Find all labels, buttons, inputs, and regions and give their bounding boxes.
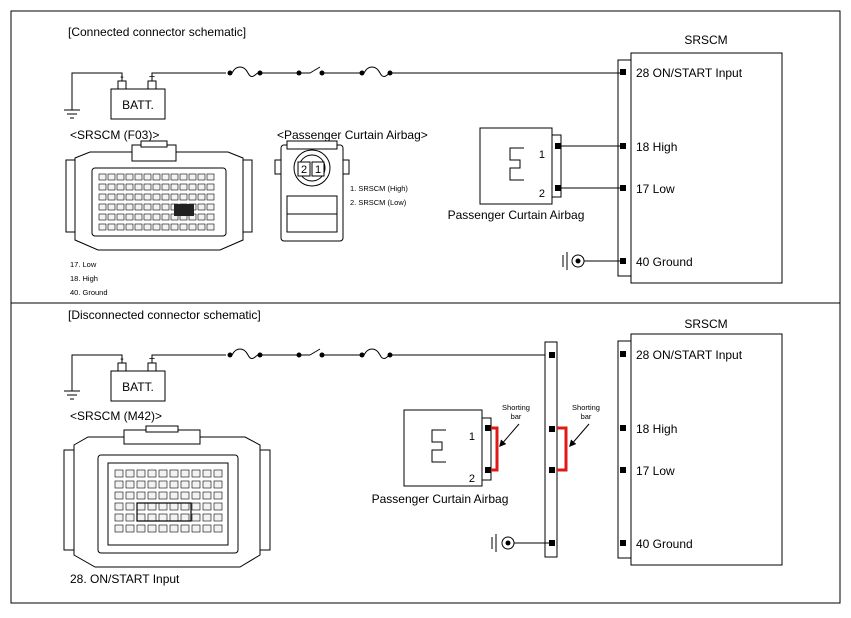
- bottom-fuse-icon-1: [227, 348, 263, 360]
- airbag-shorting-label-1: Shorting: [502, 403, 530, 412]
- bottom-srscm-connector-title: <SRSCM (M42)>: [70, 409, 162, 423]
- bottom-module-connector: [617, 340, 632, 559]
- connected-schematic: [Connected connector schematic] SRSCM 28…: [64, 25, 783, 297]
- top-switch-icon: [301, 66, 325, 76]
- top-ground-icon: [64, 109, 80, 119]
- svg-text:2: 2: [469, 473, 475, 485]
- top-pin-18: 18 High: [636, 140, 677, 154]
- top-battery: BATT. - +: [110, 71, 166, 120]
- top-heading: [Connected connector schematic]: [68, 25, 246, 39]
- bottom-chassis-ground-icon: [491, 534, 515, 552]
- top-pin-40: 40 Ground: [636, 255, 693, 269]
- svg-text:BATT.: BATT.: [122, 380, 154, 394]
- bottom-airbag-box: 1 2: [403, 409, 492, 487]
- top-airbag-box-label: Passenger Curtain Airbag: [448, 208, 585, 222]
- top-airbag-connector: 2 1: [274, 140, 350, 242]
- bottom-ground-icon: [64, 390, 80, 400]
- svg-text:1: 1: [539, 149, 545, 161]
- top-airbag-legend-2: 2. SRSCM (Low): [350, 198, 407, 207]
- harness-shorting-label-1: Shorting: [572, 403, 600, 412]
- top-srscm-legend-18: 18. High: [70, 274, 98, 283]
- bottom-pin-40: 40 Ground: [636, 537, 693, 551]
- bottom-srscm-module: [630, 333, 783, 566]
- svg-text:2: 2: [539, 188, 545, 200]
- bottom-srscm-connector: [63, 425, 271, 568]
- harness-shorting-arrow: [569, 423, 590, 448]
- bottom-ground-wire: [71, 354, 123, 391]
- bottom-srscm-legend-28: 28. ON/START Input: [70, 572, 180, 586]
- bottom-fuse-icon-2: [359, 348, 393, 360]
- top-pin-28: 28 ON/START Input: [636, 66, 743, 80]
- bottom-pin-18: 18 High: [636, 422, 677, 436]
- top-srscm-legend-17: 17. Low: [70, 260, 97, 269]
- bottom-switch-icon: [301, 348, 325, 358]
- top-module-connector: [617, 59, 632, 277]
- harness-connector: [544, 341, 558, 558]
- bottom-battery: BATT. - +: [110, 353, 166, 402]
- svg-text:1: 1: [315, 164, 321, 176]
- bottom-heading: [Disconnected connector schematic]: [68, 308, 261, 322]
- bottom-pin-28: 28 ON/START Input: [636, 348, 743, 362]
- harness-shorting-label-2: bar: [581, 412, 592, 421]
- top-chassis-ground-icon: [562, 252, 585, 270]
- top-srscm-module: [630, 52, 783, 284]
- outer-frame: [10, 10, 841, 604]
- top-airbag-box: 1 2: [479, 127, 562, 205]
- disconnected-schematic: [Disconnected connector schematic] SRSCM…: [63, 308, 783, 586]
- top-airbag-legend-1: 1. SRSCM (High): [350, 184, 408, 193]
- top-fuse-icon-1: [227, 66, 263, 78]
- airbag-shorting-bar: [491, 426, 499, 472]
- top-srscm-connector: [65, 140, 253, 251]
- airbag-shorting-arrow: [499, 423, 520, 448]
- svg-text:1: 1: [469, 431, 475, 443]
- top-airbag-connector-title: <Passenger Curtain Airbag>: [277, 128, 428, 142]
- top-srscm-connector-title: <SRSCM (F03)>: [70, 128, 159, 142]
- top-srscm-legend-40: 40. Ground: [70, 288, 108, 297]
- bottom-airbag-box-label: Passenger Curtain Airbag: [372, 492, 509, 506]
- airbag-shorting-label-2: bar: [511, 412, 522, 421]
- svg-text:2: 2: [301, 164, 307, 176]
- harness-shorting-bar: [557, 426, 568, 472]
- bottom-module-title: SRSCM: [684, 317, 727, 331]
- top-ground-wire: [71, 72, 123, 110]
- bottom-pin-17: 17 Low: [636, 464, 675, 478]
- svg-text:BATT.: BATT.: [122, 98, 154, 112]
- top-module-title: SRSCM: [684, 33, 727, 47]
- top-pin-17: 17 Low: [636, 182, 675, 196]
- top-fuse-icon-2: [359, 66, 393, 78]
